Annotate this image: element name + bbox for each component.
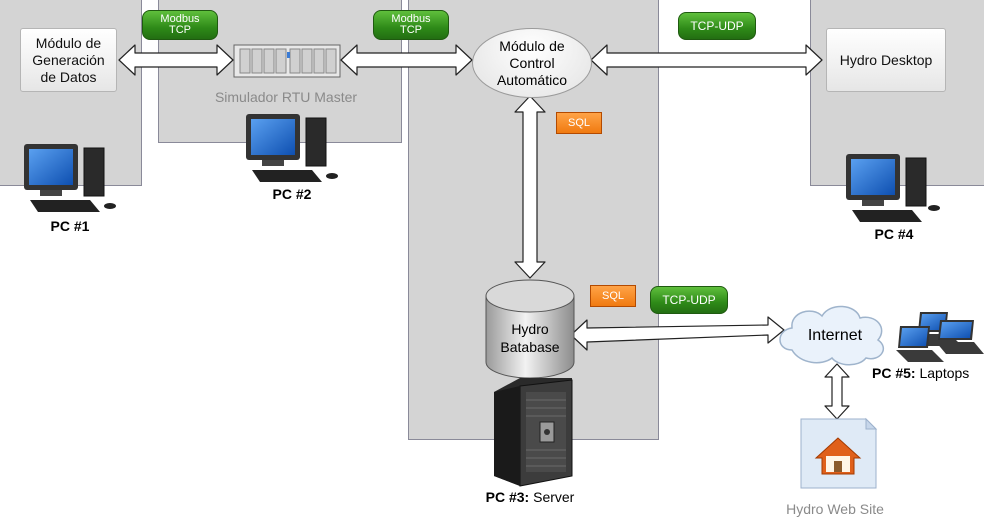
rtu-simulator-label: Simulador RTU Master xyxy=(214,89,358,105)
pc2-id: PC #2 xyxy=(272,186,312,202)
database-line-2: Batabase xyxy=(500,339,560,355)
desktop-pc-icon-4 xyxy=(846,154,940,222)
control-line-1: Módulo de xyxy=(499,37,565,54)
tcp-udp-1-label: TCP-UDP xyxy=(690,19,744,33)
web-page-icon xyxy=(800,417,878,489)
modbus-tcp-pill-2: Modbus TCP xyxy=(373,10,449,40)
pc5-role: Laptops xyxy=(919,365,970,381)
modbus-1-line-1: Modbus xyxy=(160,13,200,25)
arrow-database-internet xyxy=(570,316,785,351)
pc5-id: PC #5: xyxy=(872,365,916,381)
pc4-id: PC #4 xyxy=(874,226,914,242)
hydro-desktop-label: Hydro Desktop xyxy=(839,51,933,68)
control-module-ellipse: Módulo de Control Automático xyxy=(472,28,592,98)
control-line-2: Control xyxy=(509,54,555,71)
laptop-icon xyxy=(896,312,984,362)
modbus-1-line-2: TCP xyxy=(169,24,191,36)
desktop-pc-icon-1 xyxy=(24,144,116,212)
internet-label: Internet xyxy=(807,327,863,344)
pc1-id: PC #1 xyxy=(50,218,90,234)
arrow-generator-rtu xyxy=(118,44,234,76)
tcp-udp-pill-1: TCP-UDP xyxy=(678,12,756,40)
hydro-desktop-box: Hydro Desktop xyxy=(826,28,946,92)
arrow-control-desktop xyxy=(590,44,823,76)
sql-badge-1: SQL xyxy=(556,112,602,134)
modbus-2-line-1: Modbus xyxy=(391,13,431,25)
database-line-1: Hydro xyxy=(511,321,549,337)
cloud-icon xyxy=(779,305,884,366)
modbus-2-line-2: TCP xyxy=(400,24,422,36)
sql-1-label: SQL xyxy=(567,117,590,129)
pc3-caption: PC #3: Server xyxy=(470,489,590,505)
database-label: Hydro Batabase xyxy=(486,320,574,356)
pc1-caption: PC #1 xyxy=(40,218,100,234)
generator-line-3: de Datos xyxy=(40,68,97,85)
tcp-udp-2-label: TCP-UDP xyxy=(662,293,716,307)
generator-line-1: Módulo de xyxy=(35,34,102,51)
pc3-id: PC #3: xyxy=(485,489,530,505)
pc3-role: Server xyxy=(533,489,575,505)
pc4-caption: PC #4 xyxy=(864,226,924,242)
modbus-tcp-pill-1: Modbus TCP xyxy=(142,10,218,40)
tcp-udp-pill-2: TCP-UDP xyxy=(650,286,728,314)
control-line-3: Automático xyxy=(496,71,568,88)
pc5-caption: PC #5: Laptops xyxy=(872,365,984,381)
sql-2-label: SQL xyxy=(601,290,624,302)
desktop-pc-icon-2 xyxy=(246,114,338,182)
arrow-control-database xyxy=(514,95,546,279)
sql-badge-2: SQL xyxy=(590,285,636,307)
website-label: Hydro Web Site xyxy=(786,501,884,517)
generator-line-2: Generación xyxy=(32,51,105,68)
generator-module-box: Módulo de Generación de Datos xyxy=(20,28,117,92)
pc2-caption: PC #2 xyxy=(262,186,322,202)
